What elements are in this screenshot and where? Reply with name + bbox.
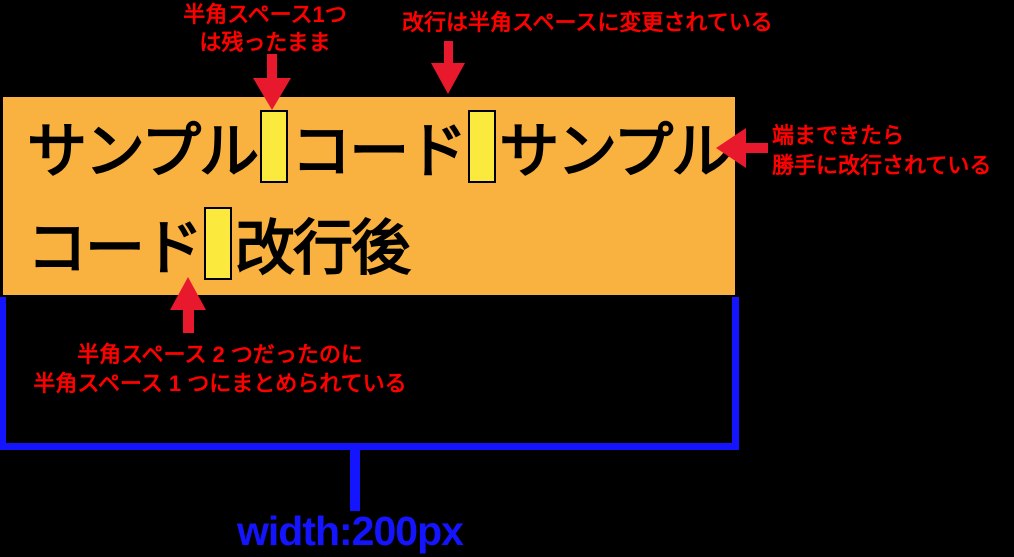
annotation-line: 端まできたら [772,123,905,148]
space-highlight [260,109,289,183]
annotation-line: 勝手に改行されている [772,153,992,178]
sample-text-segment: コード [27,214,203,282]
down-arrow-icon [431,63,465,94]
up-arrow-icon [183,309,194,333]
sample-render-box: サンプル コード サンプル コード 改行後 [3,97,735,295]
width-measurement-label: width:200px [237,508,464,554]
width-bracket-pointer [350,450,360,511]
sample-text-segment: サンプル [499,117,731,185]
annotation-line: 半角スペース1つ [183,2,347,27]
space-highlight [468,109,497,183]
annotation-line: は残ったまま [199,30,331,55]
sample-text-segment: 改行後 [235,214,411,282]
space-highlight [204,206,232,280]
sample-text-segment: サンプル [27,117,259,185]
annotation-line: 改行は半角スペースに変更されている [402,10,773,35]
sample-text-segment: コード [291,117,467,185]
down-arrow-icon [444,41,453,64]
sample-text-line-1: サンプル コード サンプル [27,104,731,188]
up-arrow-icon [170,277,206,310]
annotation-space-kept: 半角スペース1つ は残ったまま [150,1,380,57]
left-arrow-icon [716,128,746,168]
sample-text-line-2: コード 改行後 [27,201,411,285]
width-bracket-left-edge [0,297,6,450]
annotation-spaces-collapsed: 半角スペース 2 つだったのに 半角スペース 1 つにまとめられている [10,340,430,398]
annotation-line: 半角スペース 1 つにまとめられている [33,371,407,396]
left-arrow-icon [744,143,768,153]
width-bracket-right-edge [732,297,739,450]
width-bracket-bottom-bar [0,443,739,450]
down-arrow-icon [267,54,277,79]
down-arrow-icon [253,78,291,110]
annotation-auto-wrap: 端まできたら 勝手に改行されている [772,121,991,181]
annotation-newline-to-space: 改行は半角スペースに変更されている [402,9,773,37]
annotation-line: 半角スペース 2 つだったのに [77,342,363,367]
